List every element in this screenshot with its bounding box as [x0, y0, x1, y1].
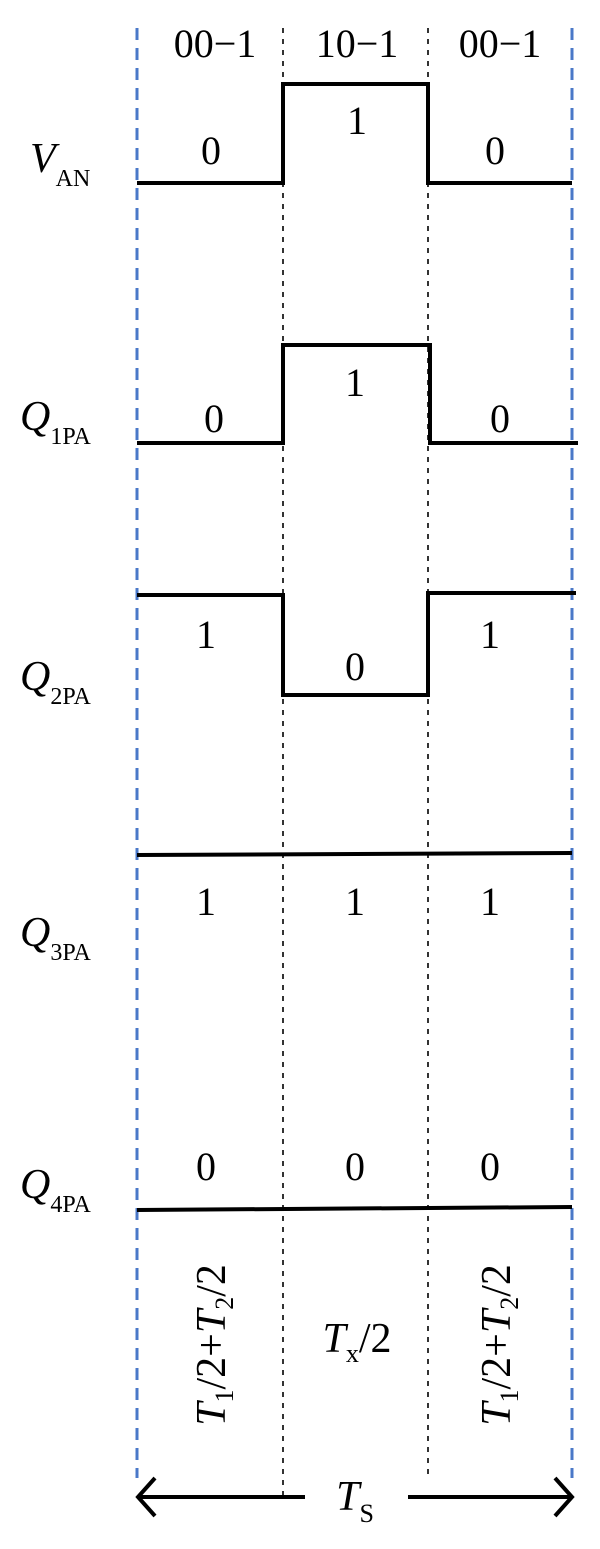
duration-label-left: T1/2+T2/2: [189, 1264, 239, 1426]
header-interval-3: 00−1: [459, 21, 542, 66]
level-label-q3pa-1: 1: [196, 879, 216, 924]
level-label-q2pa-1: 1: [196, 612, 216, 657]
duration-label-right: T1/2+T2/2: [474, 1264, 524, 1426]
level-label-q3pa-3: 1: [480, 879, 500, 924]
signal-name-q2pa: Q2PA: [20, 654, 91, 710]
waveform-van: [137, 82, 572, 185]
level-label-van-3: 0: [485, 128, 505, 173]
header-interval-2: 10−1: [316, 21, 399, 66]
level-label-q4pa-2: 0: [345, 1144, 365, 1189]
level-label-q1pa-1: 0: [204, 396, 224, 441]
period-label: TS: [336, 1474, 374, 1528]
signal-name-van: VAN: [30, 136, 90, 192]
level-label-q3pa-2: 1: [345, 879, 365, 924]
level-label-van-1: 0: [201, 128, 221, 173]
level-label-q1pa-3: 0: [490, 396, 510, 441]
signal-name-q4pa: Q4PA: [20, 1162, 91, 1218]
period-arrow-right-head: [553, 1476, 575, 1518]
duration-label-center: Tx/2: [322, 1316, 391, 1368]
level-label-q2pa-3: 1: [480, 612, 500, 657]
waveform-q2pa: [137, 591, 576, 697]
level-label-q2pa-2: 0: [345, 644, 365, 689]
signal-name-q3pa: Q3PA: [20, 910, 91, 966]
level-label-q4pa-3: 0: [480, 1144, 500, 1189]
waveform-q3pa: [136, 851, 573, 857]
header-interval-1: 00−1: [174, 21, 257, 66]
waveform-q1pa: [137, 343, 578, 445]
level-label-q1pa-2: 1: [345, 360, 365, 405]
level-label-van-2: 1: [347, 98, 367, 143]
waveform-q4pa: [136, 1205, 573, 1212]
level-label-q4pa-1: 0: [196, 1144, 216, 1189]
period-arrow-left-head: [135, 1476, 157, 1518]
signal-name-q1pa: Q1PA: [20, 394, 91, 450]
